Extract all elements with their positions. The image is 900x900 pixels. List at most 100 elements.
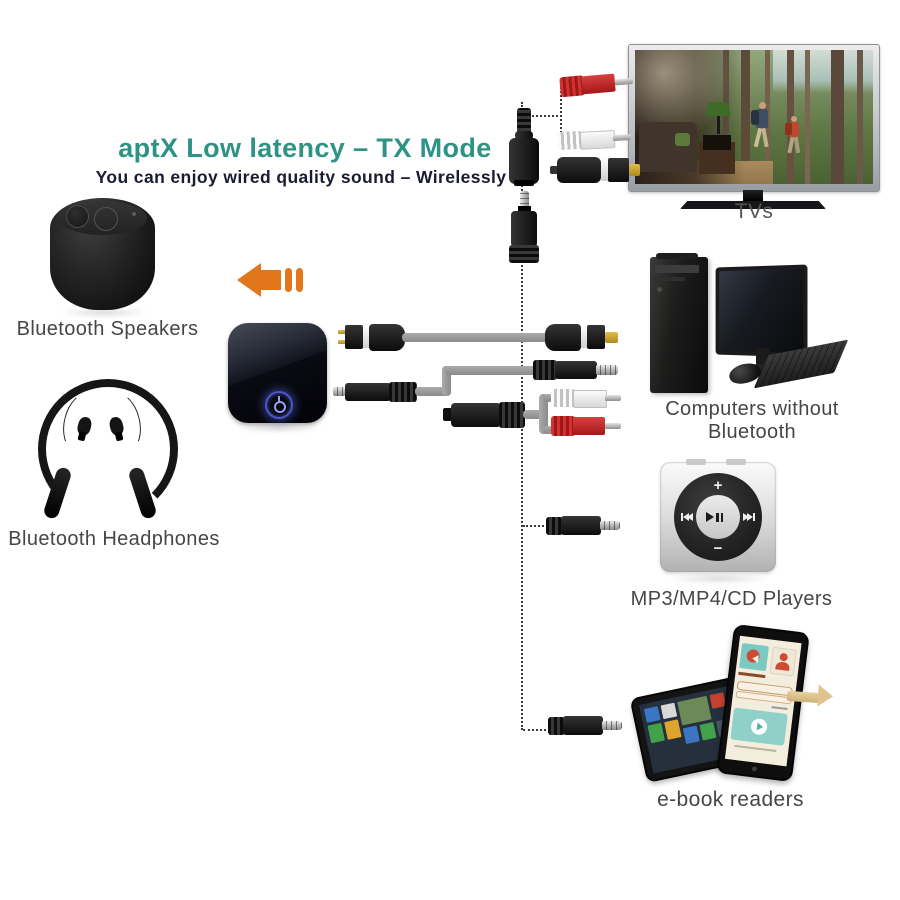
- label-bluetooth-speakers: Bluetooth Speakers: [16, 318, 199, 340]
- ipod-top-jack: [726, 459, 746, 465]
- tv-screen: [635, 50, 873, 184]
- tree-trunk: [805, 50, 810, 184]
- tree-trunk: [831, 50, 844, 184]
- arrow-head: [237, 263, 261, 297]
- text-bar: [734, 744, 777, 752]
- prev-tri: [683, 513, 689, 521]
- label-ebook-readers: e-book readers: [657, 788, 804, 811]
- toslink-left-pin-top: [338, 330, 346, 334]
- pie-wedge: [751, 654, 759, 664]
- transmitter-shadow: [232, 424, 324, 432]
- hiker2-torso: [789, 122, 799, 138]
- jack-v-tip: [520, 191, 529, 208]
- pause-bar: [720, 512, 723, 522]
- rca-y-adapter: [443, 388, 623, 442]
- previous-track-icon: [681, 513, 693, 521]
- ebook-jack-tip: [602, 721, 622, 730]
- coupler-opening: [514, 180, 534, 186]
- ipod-shadow: [665, 574, 771, 583]
- next-bar: [753, 513, 755, 521]
- pc-panel-line: [655, 277, 685, 281]
- connection-line-rca-bracket: [560, 84, 562, 148]
- pc-drive-bay: [655, 265, 699, 273]
- tv-toslink-tip: [629, 164, 640, 176]
- arrow-bar-2: [296, 268, 303, 292]
- mp3-35mm-jack: [546, 514, 622, 538]
- tv-stand-base: [680, 201, 826, 209]
- 35mm-male-jack-vertical: [506, 191, 542, 263]
- rca-red-body: [573, 417, 605, 435]
- headphone-neckband: [38, 379, 178, 519]
- ebook-35mm-jack: [548, 714, 624, 738]
- next-tri: [743, 513, 749, 521]
- label-computers: Computers without Bluetooth: [665, 398, 839, 443]
- play-icon: [750, 717, 768, 736]
- power-glyph-line: [278, 396, 280, 402]
- optical-cable-run: [402, 333, 549, 342]
- ebook-jack-relief: [548, 717, 565, 735]
- home-button: [751, 766, 758, 772]
- app-tile: [643, 706, 661, 723]
- reader-card: [739, 643, 769, 672]
- toslink-left-band: [363, 326, 369, 348]
- label-bluetooth-headphones: Bluetooth Headphones: [8, 528, 220, 550]
- rca-red-relief: [551, 416, 575, 436]
- speaker-power-button-icon: [66, 205, 89, 228]
- page-subtitle: You can enjoy wired quality sound – Wire…: [95, 167, 507, 187]
- tv-frame: [628, 44, 880, 192]
- rca-red-pin: [605, 423, 621, 429]
- arrow-bar-1: [285, 268, 292, 292]
- tablet-front: [716, 623, 810, 783]
- adapter-cable-run: [523, 410, 545, 419]
- hiker1-leg: [761, 127, 769, 148]
- app-tile: [699, 721, 717, 741]
- dots-row: [771, 706, 788, 711]
- bluetooth-speaker-image: [50, 198, 155, 310]
- aux-left-jack-body: [345, 383, 391, 401]
- ebook-readers-image: [629, 623, 885, 786]
- power-icon: [265, 391, 293, 419]
- aux-cable-run-c: [445, 366, 537, 375]
- speaker-led-icon: [132, 212, 136, 216]
- tv-scene-lamp-shade: [705, 102, 731, 116]
- bluetooth-transmitter-image: [228, 323, 327, 423]
- toslink-right-band: [581, 326, 587, 348]
- tv-scene-hiker-1: [751, 102, 777, 160]
- rca-white-relief: [551, 389, 575, 407]
- adapter-socket-opening: [443, 408, 452, 421]
- rca-white-body: [573, 390, 607, 408]
- ipod-center-button: [696, 495, 740, 539]
- text-bar: [738, 671, 766, 679]
- label-mp3-players: MP3/MP4/CD Players: [630, 588, 833, 610]
- label-tvs: TVs: [734, 200, 774, 223]
- photo-tile: [677, 695, 712, 726]
- page-arrow-icon: [817, 684, 834, 708]
- hiker2-leg: [793, 136, 800, 154]
- aux-cable-run-a: [415, 387, 451, 396]
- toslink-right-body: [545, 324, 581, 351]
- pc-power-button-icon: [657, 287, 662, 292]
- mp3-jack-relief: [546, 517, 563, 535]
- coupler-relief: [517, 108, 531, 134]
- aux-left-jack-relief: [389, 382, 417, 402]
- person-icon-head: [779, 652, 789, 662]
- media-card: [730, 707, 788, 746]
- hiker1-backpack: [751, 110, 759, 125]
- next-track-icon: [743, 513, 755, 521]
- play-tri: [706, 512, 714, 522]
- app-tile: [682, 725, 700, 745]
- hiker2-backpack: [785, 123, 792, 135]
- aux-right-jack-body: [555, 361, 597, 379]
- pc-monitor: [715, 264, 808, 358]
- person-icon-body: [775, 661, 791, 671]
- ebook-jack-body: [563, 716, 603, 735]
- adapter-socket-body: [451, 403, 501, 427]
- rca-white-pin: [605, 395, 621, 401]
- aux-right-jack-tip: [596, 365, 618, 375]
- hiker1-torso: [756, 109, 768, 129]
- coupler-neck: [515, 131, 533, 140]
- tv-stand-neck: [743, 190, 763, 201]
- pc-tower-handle: [656, 253, 698, 259]
- plus-icon: +: [713, 477, 723, 494]
- jack-v-collar: [518, 206, 531, 212]
